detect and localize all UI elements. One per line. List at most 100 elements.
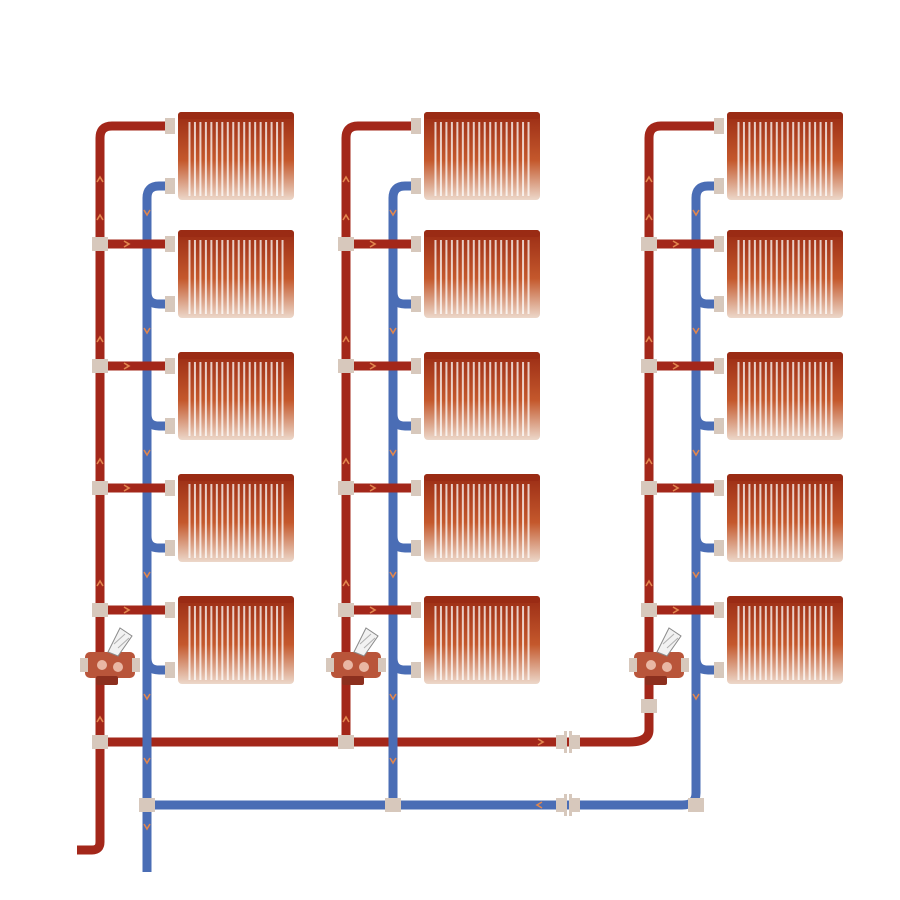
riser-3-supply-riser [644, 121, 719, 700]
riser-2-radiator-3 [424, 352, 540, 440]
riser-2-radiator-5-outlet [411, 662, 421, 678]
riser-3-return-down-arrow-4 [692, 571, 700, 579]
riser-2-return-riser [388, 181, 416, 805]
riser-1-radiator-2 [178, 230, 294, 318]
riser-1-supply-up-arrow-1 [96, 175, 104, 183]
riser-2-return-branch-3 [388, 413, 416, 431]
riser-2-return-branch-2 [388, 291, 416, 309]
riser-3-radiator-4-outlet [714, 540, 724, 556]
riser-2-radiator-1-inlet [411, 118, 421, 134]
riser-1-radiator-5 [178, 596, 294, 684]
riser-3-radiator-5-outlet [714, 662, 724, 678]
riser-1-return-header-tee [139, 798, 155, 812]
riser-2-radiator-4-inlet [411, 480, 421, 496]
return-outlet-arrow [143, 823, 151, 831]
riser-3-supply-up-arrow-4 [645, 457, 653, 465]
riser-1-supply-riser-arrow [96, 715, 104, 723]
riser-3-radiator-3 [727, 352, 843, 440]
riser-1-radiator-4-inlet [165, 480, 175, 496]
riser-1-radiator-5-inlet [165, 602, 175, 618]
pipe-fittings [92, 118, 724, 816]
flow-arrows [96, 175, 700, 831]
riser-3-radiator-1 [727, 112, 843, 200]
riser-1-return-branch-4 [142, 535, 170, 553]
riser-3-radiator-5-inlet [714, 602, 724, 618]
riser-2-return-down-arrow-4 [389, 571, 397, 579]
riser-2-supply-up-arrow-4 [342, 457, 350, 465]
radiators [178, 112, 843, 684]
riser-3-supply-tee-5 [641, 603, 657, 617]
riser-2-supply-up-arrow-1 [342, 175, 350, 183]
supply-main-pipe [77, 700, 654, 855]
supply-main-arrow [537, 738, 545, 746]
riser-1-return-down-arrow-2 [143, 327, 151, 335]
riser-1-supply-up-arrow-4 [96, 457, 104, 465]
riser-2-supply-riser [341, 121, 416, 742]
riser-3-supply-arrow-2 [672, 240, 680, 248]
riser-2-supply-up-arrow-5 [342, 579, 350, 587]
riser-3-supply-tee-3 [641, 359, 657, 373]
riser-3-radiator-1-outlet [714, 178, 724, 194]
riser-3-supply-arrow-3 [672, 362, 680, 370]
riser-3-radiator-2 [727, 230, 843, 318]
riser-3-supply-up-arrow-2 [645, 213, 653, 221]
riser-3-return-branch-2 [691, 291, 719, 309]
balancing-valves [80, 627, 689, 685]
riser-3-radiator-2-inlet [714, 236, 724, 252]
riser-3-radiator-3-outlet [714, 418, 724, 434]
riser-1-supply-arrow-2 [123, 240, 131, 248]
riser-2-balancing-valve [326, 627, 386, 685]
riser-1-radiator-4-outlet [165, 540, 175, 556]
riser-3-return-down-arrow-2 [692, 327, 700, 335]
riser-1-return-branch-3 [142, 413, 170, 431]
riser-2-radiator-2-outlet [411, 296, 421, 312]
riser-1-return-riser-arrow [143, 757, 151, 765]
riser-1-return-down-arrow-1 [143, 209, 151, 217]
riser-2-supply-tee-2 [338, 237, 354, 251]
riser-3-radiator-3-inlet [714, 358, 724, 374]
return-main-arrow [535, 801, 543, 809]
riser-3-radiator-5 [727, 596, 843, 684]
riser-2-radiator-2-inlet [411, 236, 421, 252]
riser-3-supply-arrow-5 [672, 606, 680, 614]
riser-1-radiator-1-inlet [165, 118, 175, 134]
riser-2-supply-tee-4 [338, 481, 354, 495]
riser-1-supply-riser [95, 121, 170, 742]
riser-2-supply-arrow-2 [369, 240, 377, 248]
riser-1-radiator-3-outlet [165, 418, 175, 434]
riser-1-supply-up-arrow-3 [96, 335, 104, 343]
riser-2-return-header-tee [385, 798, 401, 812]
riser-1-radiator-5-outlet [165, 662, 175, 678]
riser-1-radiator-3 [178, 352, 294, 440]
riser-1-balancing-valve [80, 627, 140, 685]
riser-2-supply-riser-arrow [342, 715, 350, 723]
riser-2-supply-arrow-5 [369, 606, 377, 614]
riser-2-return-down-arrow-5 [389, 693, 397, 701]
riser-1-supply-up-arrow-2 [96, 213, 104, 221]
riser-3-radiator-1-inlet [714, 118, 724, 134]
riser-3-supply-up-arrow-3 [645, 335, 653, 343]
riser-2-supply-tee-3 [338, 359, 354, 373]
riser-3-return-riser [691, 181, 719, 700]
riser-1-return-down-arrow-5 [143, 693, 151, 701]
riser-3-return-branch-3 [691, 413, 719, 431]
riser-2-return-down-arrow-3 [389, 449, 397, 457]
riser-1-supply-up-arrow-5 [96, 579, 104, 587]
riser-3-return-down-arrow-3 [692, 449, 700, 457]
riser-1-radiator-4 [178, 474, 294, 562]
riser-2-radiator-3-outlet [411, 418, 421, 434]
riser-1-radiator-1 [178, 112, 294, 200]
riser-2-radiator-5-inlet [411, 602, 421, 618]
riser-2-radiator-4 [424, 474, 540, 562]
riser-3-supply-up-arrow-1 [645, 175, 653, 183]
return-flanged-joint [556, 794, 580, 816]
riser-2-supply-arrow-4 [369, 484, 377, 492]
riser-1-radiator-1-outlet [165, 178, 175, 194]
riser-3-radiator-4 [727, 474, 843, 562]
riser-1-radiator-2-inlet [165, 236, 175, 252]
riser-2-radiator-1 [424, 112, 540, 200]
riser-2-supply-arrow-3 [369, 362, 377, 370]
riser-3-return-header-tee [688, 798, 704, 812]
riser-3-return-down-arrow-1 [692, 209, 700, 217]
riser-2-supply-tee-5 [338, 603, 354, 617]
